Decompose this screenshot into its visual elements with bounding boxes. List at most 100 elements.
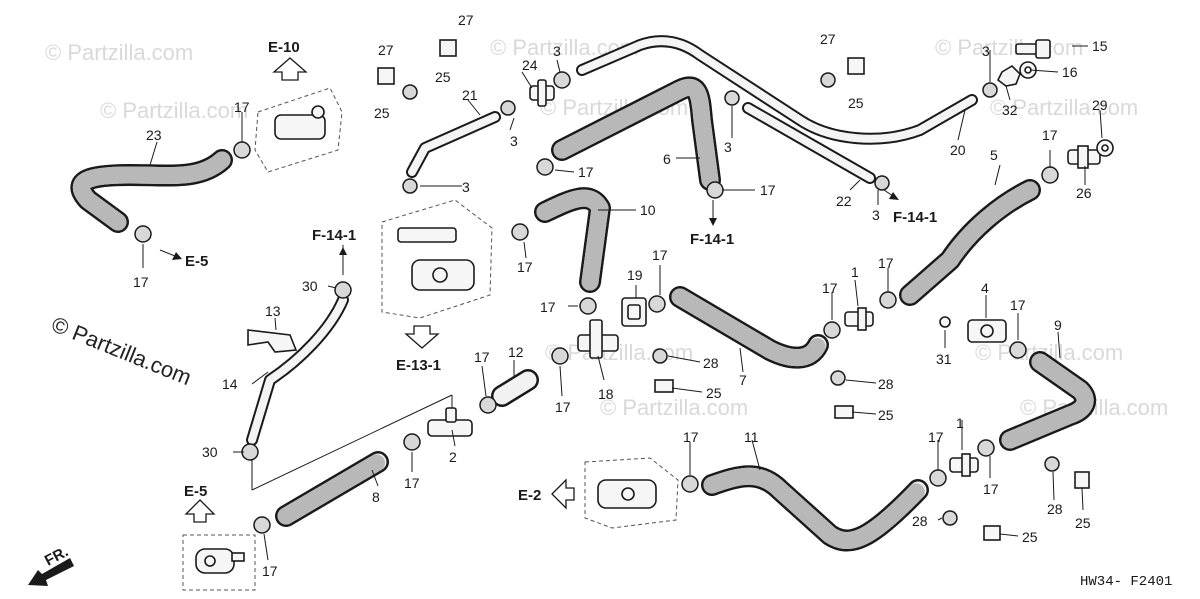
callout-17[interactable]: 17 <box>1010 297 1026 313</box>
ref-arrow-e13 <box>404 325 440 349</box>
watermark-main: © Partzilla.com <box>48 311 195 390</box>
callout-24[interactable]: 24 <box>522 57 538 73</box>
callout-30[interactable]: 30 <box>302 278 318 294</box>
callout-17[interactable]: 17 <box>517 259 533 275</box>
washer-16 <box>1019 61 1037 79</box>
callout-25[interactable]: 25 <box>706 385 722 401</box>
callout-8[interactable]: 8 <box>372 489 380 505</box>
callout-25[interactable]: 25 <box>1075 515 1091 531</box>
callout-16[interactable]: 16 <box>1062 64 1078 80</box>
callout-1[interactable]: 1 <box>851 264 859 280</box>
callout-17[interactable]: 17 <box>983 481 999 497</box>
callout-15[interactable]: 15 <box>1092 38 1108 54</box>
callout-23[interactable]: 23 <box>146 127 162 143</box>
callout-30[interactable]: 30 <box>202 444 218 460</box>
callout-5[interactable]: 5 <box>990 147 998 163</box>
watermark-text: © Partzilla.com <box>100 98 248 123</box>
ref-f14-right[interactable]: F-14-1 <box>893 209 937 226</box>
callout-17[interactable]: 17 <box>578 164 594 180</box>
callout-27[interactable]: 27 <box>458 12 474 28</box>
callout-14[interactable]: 14 <box>222 376 238 392</box>
hose-6 <box>551 76 721 191</box>
ref-f14-left[interactable]: F-14-1 <box>312 227 356 244</box>
callout-21[interactable]: 21 <box>462 87 478 103</box>
callout-25[interactable]: 25 <box>1022 529 1038 545</box>
callout-25[interactable]: 25 <box>848 95 864 111</box>
hose-23 <box>70 149 233 233</box>
callout-6[interactable]: 6 <box>663 151 671 167</box>
callout-3[interactable]: 3 <box>872 207 880 223</box>
callout-28[interactable]: 28 <box>912 513 928 529</box>
callout-28[interactable]: 28 <box>878 376 894 392</box>
ref-e2[interactable]: E-2 <box>518 487 541 504</box>
hose-22 <box>742 102 876 184</box>
callout-25[interactable]: 25 <box>878 407 894 423</box>
callout-3[interactable]: 3 <box>724 139 732 155</box>
callout-10[interactable]: 10 <box>640 202 656 218</box>
callout-22[interactable]: 22 <box>836 193 852 209</box>
callout-32[interactable]: 32 <box>1002 102 1018 118</box>
callout-17[interactable]: 17 <box>683 429 699 445</box>
callout-26[interactable]: 26 <box>1076 185 1092 201</box>
callout-25[interactable]: 25 <box>374 105 390 121</box>
callout-17[interactable]: 17 <box>234 99 250 115</box>
callout-17[interactable]: 17 <box>652 247 668 263</box>
callout-3[interactable]: 3 <box>510 133 518 149</box>
hose-10 <box>534 187 611 293</box>
hose-12 <box>491 369 539 407</box>
ref-e5-bottom[interactable]: E-5 <box>184 483 207 500</box>
callout-2[interactable]: 2 <box>449 449 457 465</box>
callout-17[interactable]: 17 <box>262 563 278 579</box>
callout-27[interactable]: 27 <box>378 42 394 58</box>
ref-e5-right[interactable]: E-5 <box>185 253 208 270</box>
joint-1-lower <box>949 453 979 477</box>
callout-13[interactable]: 13 <box>265 303 281 319</box>
joint-13 <box>247 329 298 353</box>
callout-25[interactable]: 25 <box>435 69 451 85</box>
callout-17[interactable]: 17 <box>1042 127 1058 143</box>
hose-8 <box>275 451 389 527</box>
callout-17[interactable]: 17 <box>878 255 894 271</box>
callout-18[interactable]: 18 <box>598 386 614 402</box>
callout-3[interactable]: 3 <box>553 43 561 59</box>
callout-9[interactable]: 9 <box>1054 317 1062 333</box>
callout-28[interactable]: 28 <box>703 355 719 371</box>
hose-14 <box>246 294 349 446</box>
callout-31[interactable]: 31 <box>936 351 952 367</box>
callout-3[interactable]: 3 <box>982 43 990 59</box>
callout-17[interactable]: 17 <box>540 299 556 315</box>
callout-11[interactable]: 11 <box>744 429 759 445</box>
clip-31 <box>939 316 951 328</box>
callout-17[interactable]: 17 <box>555 399 571 415</box>
hose-9 <box>999 351 1097 451</box>
callout-19[interactable]: 19 <box>627 267 643 283</box>
callout-17[interactable]: 17 <box>133 274 149 290</box>
ref-f14-mid[interactable]: F-14-1 <box>690 231 734 248</box>
callout-17[interactable]: 17 <box>404 475 420 491</box>
ref-arrow-e5-bottom <box>184 499 216 523</box>
nut-32 <box>996 64 1021 87</box>
washer-29 <box>1096 139 1114 157</box>
leader-lines <box>142 45 1103 561</box>
diagram-code: HW34- F2401 <box>1080 574 1172 590</box>
callout-17[interactable]: 17 <box>822 280 838 296</box>
callout-20[interactable]: 20 <box>950 142 966 158</box>
watermark-text: © Partzilla.com <box>45 40 193 65</box>
callout-17[interactable]: 17 <box>928 429 944 445</box>
fitting-26 <box>1067 145 1101 169</box>
callout-7[interactable]: 7 <box>739 372 747 388</box>
callout-17[interactable]: 17 <box>474 349 490 365</box>
ref-e13[interactable]: E-13-1 <box>396 357 441 374</box>
joint-18 <box>577 319 619 359</box>
callout-27[interactable]: 27 <box>820 31 836 47</box>
ref-e10[interactable]: E-10 <box>268 39 300 56</box>
callout-28[interactable]: 28 <box>1047 501 1063 517</box>
callout-12[interactable]: 12 <box>508 344 524 360</box>
callout-4[interactable]: 4 <box>981 280 989 296</box>
callout-3[interactable]: 3 <box>462 179 470 195</box>
hose-11 <box>701 465 929 552</box>
callout-17[interactable]: 17 <box>760 182 776 198</box>
callout-1[interactable]: 1 <box>956 415 964 431</box>
joint-19 <box>621 297 647 327</box>
callout-29[interactable]: 29 <box>1092 97 1108 113</box>
